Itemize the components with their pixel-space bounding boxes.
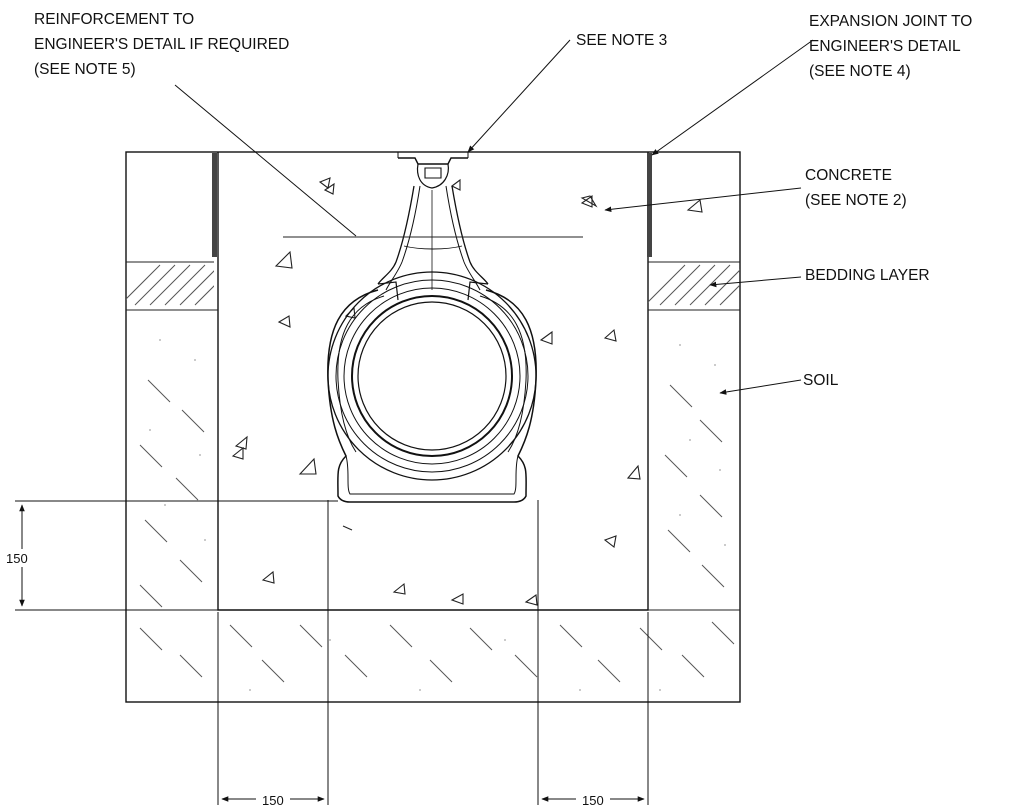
vertical-dimension-label: 150	[6, 551, 28, 566]
bedding-layer-callout: BEDDING LAYER	[805, 267, 930, 284]
soil-speckles	[149, 339, 726, 691]
concrete-line-1: CONCRETE	[805, 167, 892, 184]
reinforcement-callout: REINFORCEMENT TO ENGINEER'S DETAIL IF RE…	[34, 11, 294, 78]
dimension-lines	[15, 500, 649, 805]
reinforcement-line-3: (SEE NOTE 5)	[34, 61, 136, 78]
soil-callout: SOIL	[803, 372, 839, 389]
outer-boundary	[125, 151, 741, 703]
ground-section	[125, 151, 741, 703]
expansion-joint-left	[212, 153, 217, 257]
see-note-3-callout: SEE NOTE 3	[576, 32, 667, 49]
concrete-callout: CONCRETE (SEE NOTE 2)	[805, 167, 907, 209]
expansion-joint-line-3: (SEE NOTE 4)	[809, 63, 911, 80]
reinforcement-line-2: ENGINEER'S DETAIL IF REQUIRED	[34, 36, 289, 53]
grate	[398, 157, 468, 165]
expansion-joint-callout: EXPANSION JOINT TO ENGINEER'S DETAIL (SE…	[809, 13, 977, 80]
drain-channel	[327, 152, 537, 503]
left-dimension-label: 150	[262, 793, 284, 807]
concrete-surround-outline	[217, 152, 649, 611]
concrete-aggregate	[231, 177, 703, 606]
soil-hatching	[139, 379, 735, 683]
concrete-line-2: (SEE NOTE 2)	[805, 192, 907, 209]
reinforcement-line-1: REINFORCEMENT TO	[34, 11, 194, 28]
bedding-hatch-right	[648, 264, 740, 306]
bedding-hatch-left	[126, 264, 214, 306]
expansion-joint-line-2: ENGINEER'S DETAIL	[809, 38, 961, 55]
leader-lines	[174, 39, 814, 395]
expansion-joint-line-1: EXPANSION JOINT TO	[809, 13, 972, 30]
right-dimension-label: 150	[582, 793, 604, 807]
